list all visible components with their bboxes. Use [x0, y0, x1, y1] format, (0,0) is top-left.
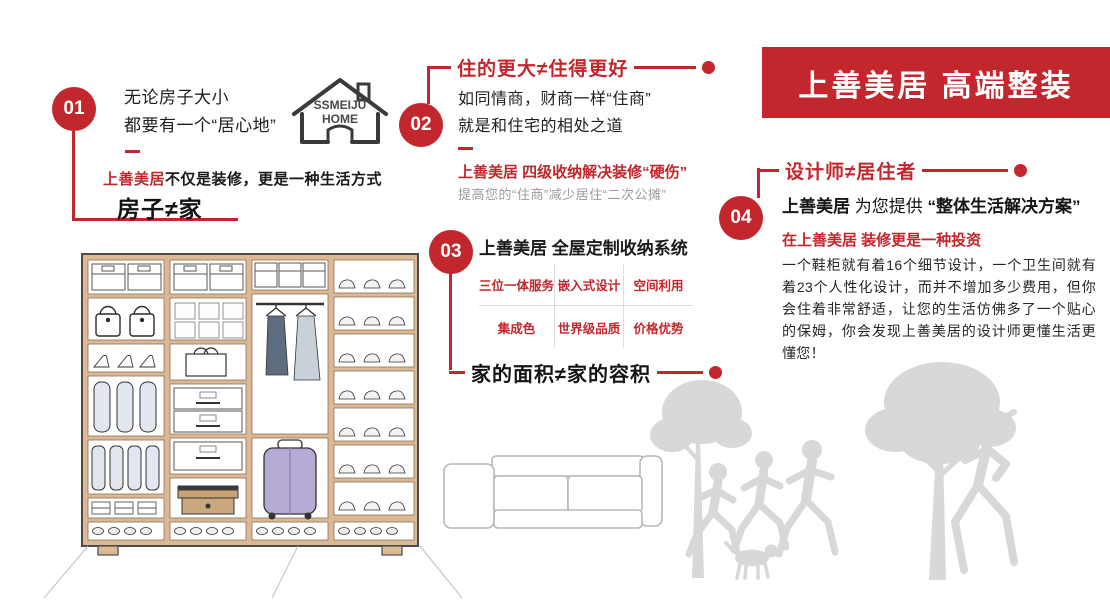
grid-cell: 价格优势: [633, 321, 684, 336]
p1-heading: 房子≠家: [117, 196, 203, 222]
wardrobe-illustration: [81, 253, 419, 556]
connector-line: [757, 168, 760, 198]
step-number: 01: [63, 98, 85, 119]
boots: [91, 381, 160, 491]
p2-red-note: 上善美居 四级收纳解决装修“硬伤”: [458, 164, 688, 181]
child-silhouette: [730, 451, 790, 554]
banner-title: 上善美居 高端整装: [798, 69, 1074, 103]
tree-large: [865, 362, 1016, 580]
step-number: 03: [440, 241, 462, 262]
p2-text: 如同情商，财商一样“住商” 就是和住宅的相处之道: [458, 86, 651, 140]
tote-bag: [185, 347, 227, 377]
p2-text-line1: 如同情商，财商一样“住商”: [458, 91, 652, 108]
p2-heading: 住的更大≠住得更好: [457, 58, 629, 80]
grid-cell: 集成色: [479, 306, 556, 348]
red-dot: [708, 365, 722, 379]
folded-items: [91, 501, 157, 515]
connector-line: [427, 65, 451, 69]
p1-slogan: 上善美居不仅是装修，更是一种生活方式: [103, 168, 382, 189]
step-badge-01: 01: [52, 87, 96, 131]
mini-drawers: [174, 302, 244, 339]
red-dot: [702, 60, 716, 74]
red-dot: [1014, 163, 1028, 177]
p4-heading: 设计师≠居住者: [785, 161, 917, 183]
logo-text-line1: SSMEIJU: [314, 98, 367, 112]
p4-sub-mid: 为您提供: [850, 197, 928, 216]
p3-heading: 家的面积≠家的容积: [471, 363, 651, 386]
connector-line: [427, 66, 430, 104]
child-silhouette: [775, 440, 839, 558]
p1-brand-suffix: 不仅是装修，更是一种生活方式: [165, 171, 383, 188]
floor-lines: [43, 545, 463, 599]
storage-boxes: [91, 262, 326, 291]
step-number: 02: [410, 114, 432, 135]
bottom-shoe-strip: [92, 527, 398, 535]
brand-banner: 上善美居 高端整装: [762, 47, 1110, 118]
p4-subtitle: 上善美居 为您提供 “整体生活解决方案”: [782, 192, 1080, 217]
connector-line: [922, 168, 1009, 172]
grid-cell: 嵌入式设计: [555, 264, 624, 306]
p4-sub-quote: “整体生活解决方案”: [927, 197, 1081, 216]
p1-text-line1: 无论房子大小: [124, 88, 229, 107]
silhouettes-illustration: [650, 362, 1018, 580]
p2-gray-note: 提高您的“住商”减少居住“二次公摊”: [458, 187, 667, 202]
p4-heading-row: 设计师≠居住者: [757, 157, 1028, 183]
p2-heading-row: 住的更大≠住得更好: [427, 54, 716, 80]
p4-invest-note: 在上善美居 装修更是一种投资: [782, 232, 982, 249]
step-number: 04: [730, 207, 752, 228]
grid-cell: 三位一体服务: [479, 264, 556, 306]
red-dash: [458, 147, 473, 150]
tree-small: [650, 380, 752, 578]
connector-line: [72, 218, 238, 221]
p3-heading-row: 家的面积≠家的容积: [449, 358, 722, 386]
connector-line: [757, 168, 779, 172]
connector-line: [449, 273, 452, 370]
red-dash: [125, 150, 140, 153]
suitcase: [263, 439, 317, 520]
p1-text: 无论房子大小 都要有一个“居心地”: [124, 84, 276, 140]
grid-cell: 世界级品质: [555, 306, 624, 348]
p3-title: 上善美居 全屋定制收纳系统: [479, 239, 688, 258]
p2-text-line2: 就是和住宅的相处之道: [458, 118, 624, 135]
dog-silhouette: [724, 541, 778, 580]
connector-line: [72, 131, 75, 218]
connector-line: [634, 65, 697, 69]
logo-text-line2: HOME: [322, 112, 358, 126]
connector-line: [449, 370, 465, 374]
p1-brand: 上善美居: [103, 171, 166, 188]
grid-cell: 空间利用: [624, 264, 693, 306]
step-badge-03: 03: [429, 230, 473, 274]
hanging-clothes: [256, 302, 324, 381]
p3-feature-grid: 三位一体服务 嵌入式设计 空间利用 集成色 世界级品质 价格优势: [479, 264, 693, 348]
step-badge-04: 04: [719, 196, 763, 240]
connector-line: [656, 370, 703, 374]
handbags: [95, 305, 155, 337]
drawer-units: [173, 387, 243, 471]
step-badge-02: 02: [399, 103, 443, 147]
runner-silhouette: [951, 409, 1018, 574]
p4-paragraph: 一个鞋柜就有着16个细节设计，一个卫生间就有着23个人性化设计，而并不增加多少费…: [782, 257, 1096, 361]
sofa-illustration: [443, 455, 663, 529]
stool: [177, 485, 239, 515]
house-logo-icon: SSMEIJU HOME: [292, 78, 388, 144]
p4-sub-brand: 上善美居: [782, 197, 850, 216]
p1-text-line2: 都要有一个“居心地”: [124, 116, 277, 135]
